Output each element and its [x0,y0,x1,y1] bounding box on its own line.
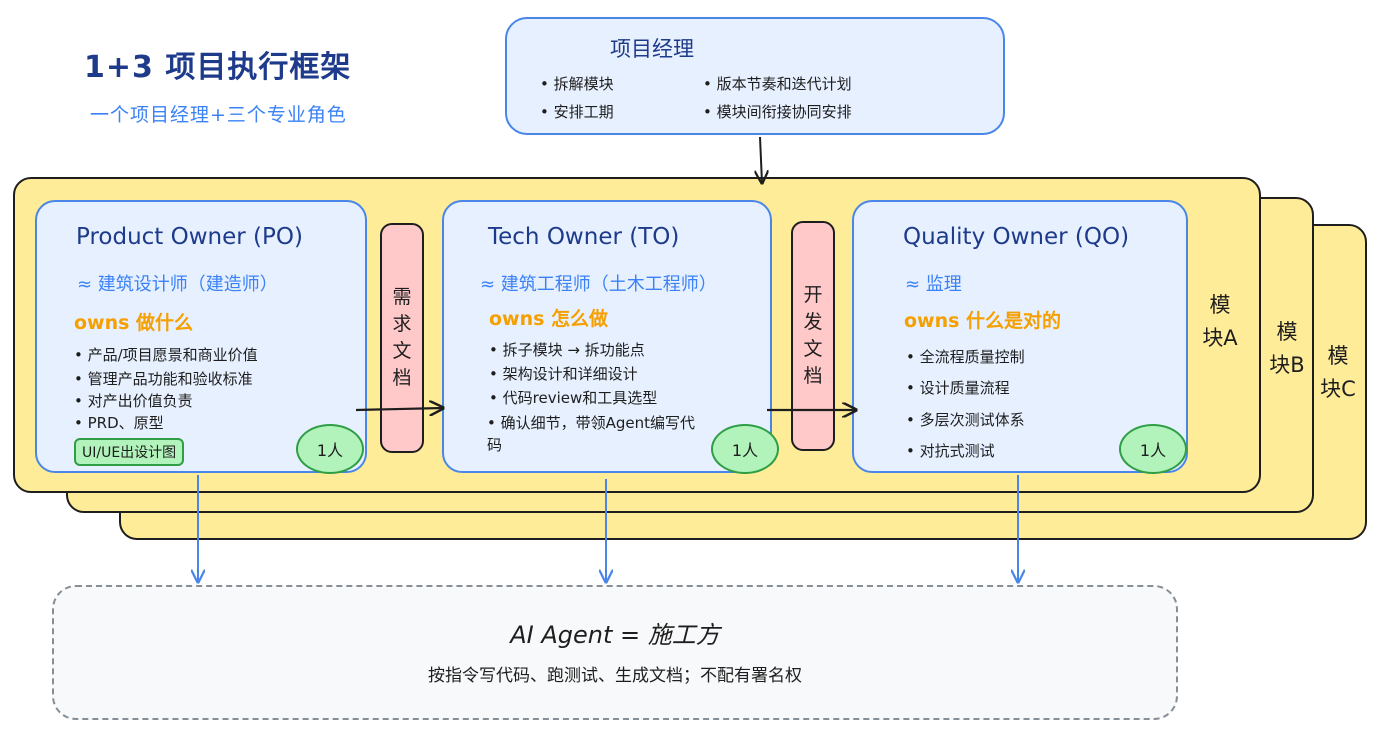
to-item-2: • 架构设计和详细设计 [489,365,638,383]
qo-item-1: • 全流程质量控制 [906,348,1025,366]
po-item-3: • 对产出价值负责 [74,392,193,410]
to-analog: ≈ 建筑工程师（土木工程师） [480,274,717,295]
module-a-label: 模块A [1202,293,1238,350]
module-b-label: 模块B [1269,320,1305,377]
qo-item-3: • 多层次测试体系 [906,411,1025,429]
module-c-label: 模块C [1320,344,1356,401]
po-headcount-badge: 1人 [296,424,364,474]
ai-agent-box: AI Agent = 施工方 按指令写代码、跑测试、生成文档；不配有署名权 [52,585,1178,720]
pm-item-1: • 拆解模块 [540,75,614,93]
po-title: Product Owner (PO) [76,224,303,250]
development-doc-pill: 开发文档 [791,221,835,451]
ui-design-tag: UI/UE出设计图 [74,438,185,466]
pm-item-2: • 安排工期 [540,103,614,121]
quality-owner-box: Quality Owner (QO) ≈ 监理 owns 什么是对的 • 全流程… [852,200,1188,473]
requirements-doc-label: 需求文档 [392,286,412,389]
product-owner-box: Product Owner (PO) ≈ 建筑设计师（建造师） owns 做什么… [35,200,367,473]
po-owns: owns 做什么 [74,312,194,334]
qo-title: Quality Owner (QO) [903,224,1130,250]
requirements-doc-pill: 需求文档 [380,223,424,453]
ai-agent-title: AI Agent = 施工方 [510,621,720,649]
qo-owns: owns 什么是对的 [904,310,1062,332]
qo-analog: ≈ 监理 [905,274,962,295]
to-item-3: • 代码review和工具选型 [489,389,658,407]
to-headcount-badge: 1人 [711,424,779,474]
pm-item-3: • 版本节奏和迭代计划 [703,75,852,93]
qo-item-2: • 设计质量流程 [906,379,1010,397]
qo-headcount-badge: 1人 [1119,424,1187,474]
po-item-1: • 产品/项目愿景和商业价值 [74,346,258,364]
qo-item-4: • 对抗式测试 [906,442,995,460]
to-item-1: • 拆子模块 → 拆功能点 [489,341,645,359]
ai-agent-description: 按指令写代码、跑测试、生成文档；不配有署名权 [428,666,802,686]
to-title: Tech Owner (TO) [488,224,680,250]
po-item-4: • PRD、原型 [74,414,164,432]
pm-item-4: • 模块间衔接协同安排 [703,103,852,121]
project-manager-box: 项目经理 • 拆解模块 • 安排工期 • 版本节奏和迭代计划 • 模块间衔接协同… [505,17,1005,135]
diagram-title: 1+3 项目执行框架 [84,50,352,85]
po-analog: ≈ 建筑设计师（建造师） [77,274,278,295]
po-item-2: • 管理产品功能和验收标准 [74,370,253,388]
to-owns: owns 怎么做 [489,308,609,330]
to-item-4: • 确认细节，带领Agent编写代码 [487,414,696,454]
diagram-subtitle: 一个项目经理+三个专业角色 [90,104,347,126]
development-doc-label: 开发文档 [803,284,823,387]
project-manager-title: 项目经理 [610,37,694,61]
tech-owner-box: Tech Owner (TO) ≈ 建筑工程师（土木工程师） owns 怎么做 … [442,200,772,473]
